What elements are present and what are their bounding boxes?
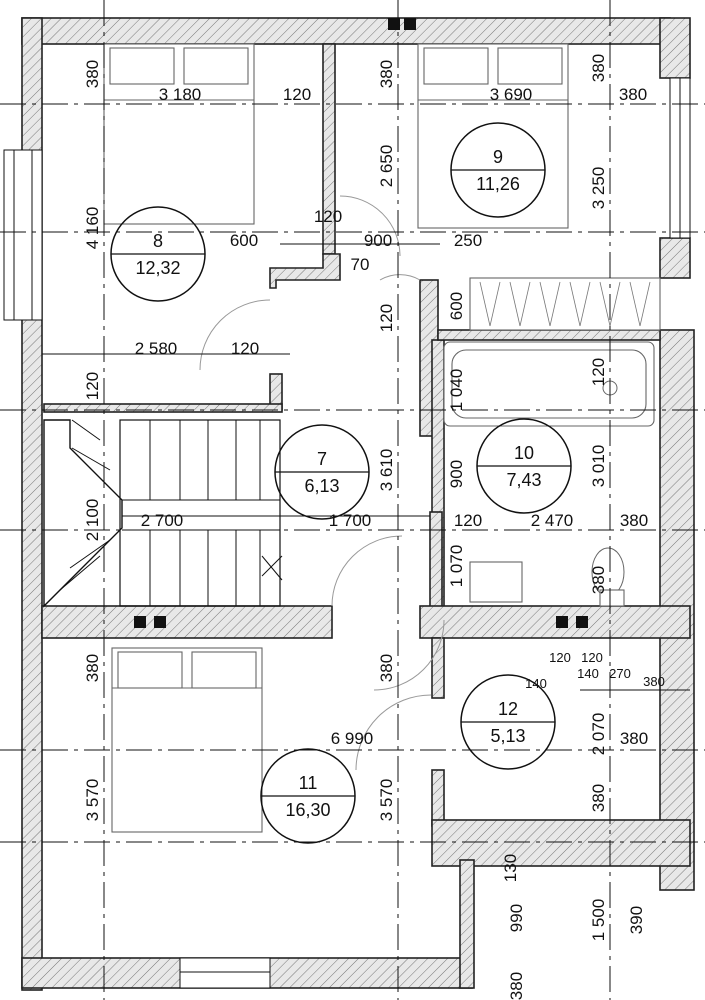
room-area: 12,32	[135, 258, 180, 278]
dim-label: 3 250	[589, 167, 608, 210]
dim-label: 3 570	[83, 779, 102, 822]
room-marker-10: 10 7,43	[476, 418, 572, 514]
toilet	[591, 547, 625, 607]
dim-label: 120	[377, 304, 396, 332]
room-number: 11	[299, 773, 318, 793]
dim-label: 130	[501, 854, 520, 882]
dim-label: 380	[643, 674, 665, 689]
dim-label: 120	[454, 511, 482, 530]
windows	[3, 77, 691, 989]
room-area: 11,26	[476, 174, 520, 194]
wall-right-top	[659, 17, 691, 79]
room-number: 9	[493, 147, 503, 167]
dimension-labels: 3 180 120 3 690 380 120 600 900 250 70 2…	[83, 54, 665, 1000]
dim-label: 2 700	[141, 511, 184, 530]
wall-12-top	[419, 605, 691, 639]
room-marker-12: 12 5,13	[460, 674, 556, 770]
dim-label: 1 040	[447, 369, 466, 412]
dim-label: 600	[230, 231, 258, 250]
dim-label: 3 610	[377, 449, 396, 492]
room-marker-11: 11 16,30	[260, 748, 356, 844]
room-marker-7: 7 6,13	[274, 424, 370, 520]
dim-label: 120	[231, 339, 259, 358]
dim-label: 120	[581, 650, 603, 665]
sink	[469, 561, 523, 603]
dim-label: 380	[377, 654, 396, 682]
dim-label: 380	[83, 654, 102, 682]
dim-label: 990	[507, 904, 526, 932]
room-area: 16,30	[285, 800, 330, 820]
wall-11-12-a	[431, 637, 445, 699]
dim-label: 3 570	[377, 779, 396, 822]
dim-label: 2 650	[377, 145, 396, 188]
wall-stub-8	[269, 253, 341, 289]
dim-label: 120	[549, 650, 571, 665]
dim-label: 270	[609, 666, 631, 681]
dim-label: 390	[627, 906, 646, 934]
electrical-markers	[134, 18, 588, 628]
dim-label: 380	[507, 972, 526, 1000]
bed-room-11	[111, 647, 263, 833]
wardrobe	[469, 277, 661, 331]
dim-label: 380	[83, 60, 102, 88]
dim-label: 1 500	[589, 899, 608, 942]
dim-label: 120	[314, 207, 342, 226]
room-number: 8	[153, 231, 163, 251]
dim-label: 1 700	[329, 511, 372, 530]
dim-label: 380	[589, 54, 608, 82]
dim-label: 140	[525, 676, 547, 691]
bed-room-9	[417, 43, 569, 229]
dim-label: 900	[447, 460, 466, 488]
dim-label: 3 180	[159, 85, 202, 104]
bed-room-8	[103, 43, 255, 225]
dim-label: 2 470	[531, 511, 574, 530]
dim-label: 250	[454, 231, 482, 250]
room-number: 10	[514, 443, 534, 463]
room-area: 6,13	[304, 476, 339, 496]
bathtub	[443, 341, 655, 427]
dim-label: 380	[619, 85, 647, 104]
dim-label: 380	[620, 729, 648, 748]
dim-label: 120	[589, 358, 608, 386]
wall-stairs-top	[43, 403, 283, 413]
dim-label: 3 690	[490, 85, 533, 104]
wall-balcony-left	[459, 859, 475, 989]
dim-label: 900	[364, 231, 392, 250]
dim-label: 70	[351, 255, 370, 274]
dim-label: 140	[577, 666, 599, 681]
room-marker-9: 9 11,26	[450, 122, 546, 218]
room-marker-8: 8 12,32	[110, 206, 206, 302]
wall-right-a	[659, 237, 691, 279]
dim-label: 3 010	[589, 445, 608, 488]
door-swings	[199, 195, 445, 771]
dim-label: 2 070	[589, 713, 608, 756]
dim-label: 120	[83, 372, 102, 400]
dim-label: 6 990	[331, 729, 374, 748]
wall-11-top	[41, 605, 333, 639]
wall-9-bath	[437, 329, 661, 341]
room-number: 7	[317, 449, 327, 469]
wall-12-bottom	[431, 819, 691, 867]
wall-11-12-b	[431, 769, 445, 827]
room-area: 7,43	[506, 470, 541, 490]
dim-label: 380	[589, 784, 608, 812]
dim-label: 4 160	[83, 207, 102, 250]
dim-label: 1 070	[447, 545, 466, 588]
wall-bath-left-lower	[429, 511, 443, 613]
dim-label: 2 100	[83, 499, 102, 542]
staircase	[43, 419, 283, 608]
dim-label: 600	[447, 292, 466, 320]
room-number: 12	[498, 699, 518, 719]
dim-label: 380	[377, 60, 396, 88]
room-area: 5,13	[490, 726, 525, 746]
dim-label: 120	[283, 85, 311, 104]
dim-label: 380	[589, 566, 608, 594]
wall-top	[21, 17, 671, 45]
dim-label: 380	[620, 511, 648, 530]
dim-label: 2 580	[135, 339, 178, 358]
